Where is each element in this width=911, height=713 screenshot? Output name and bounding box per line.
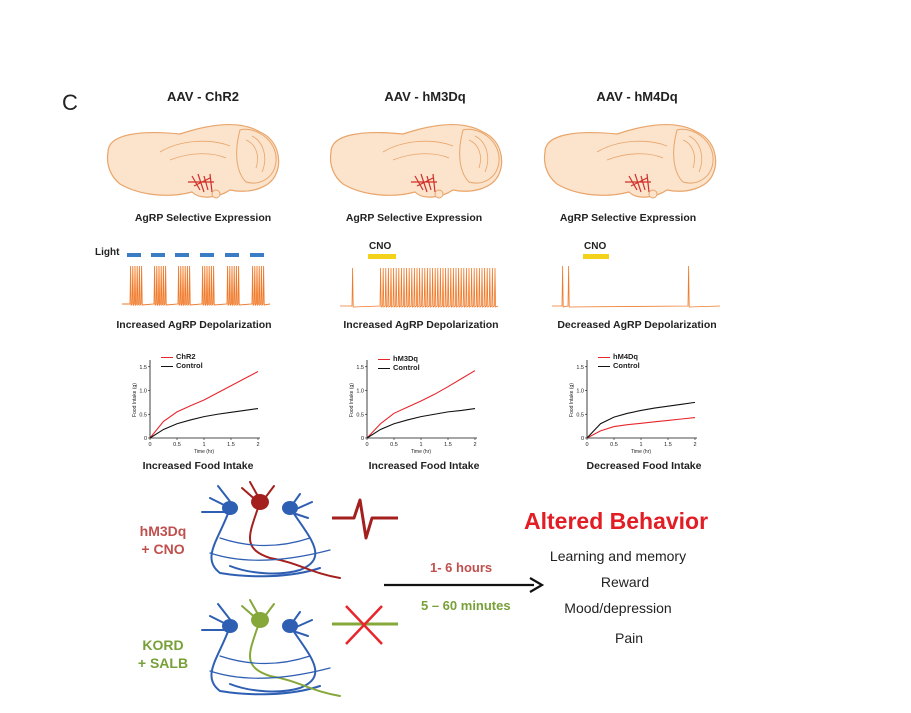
brain-illustration-hm3dq: [329, 124, 503, 199]
light-pulse-bar: [175, 253, 189, 257]
y-tick-label: 1.5: [139, 365, 147, 371]
light-pulse-bar: [250, 253, 264, 257]
x-tick-label: 2: [473, 442, 476, 448]
behavior-item-pain: Pain: [614, 630, 644, 646]
legend-label-treatment: hM4Dq: [613, 352, 638, 361]
legend-label-control: Control: [613, 361, 640, 370]
legend-hm3dq: hM3Dq Control: [378, 354, 420, 372]
series-line-treatment: [586, 417, 696, 439]
y-tick-label: 1.0: [139, 389, 147, 395]
blocked-spike-icon: [332, 605, 398, 645]
series-line-control: [149, 408, 259, 439]
behavior-item-reward: Reward: [600, 574, 650, 590]
spike-trace-hm4dq: [552, 265, 721, 308]
behavior-item-mood: Mood/depression: [564, 600, 672, 616]
y-tick-label: 1.5: [576, 365, 584, 371]
x-axis-label: Time (hr): [411, 449, 431, 455]
x-tick-label: 2: [693, 442, 696, 448]
column-title-hm4dq: AAV - hM4Dq: [596, 89, 678, 104]
legend-label-control: Control: [176, 361, 203, 370]
light-pulse-bar: [127, 253, 141, 257]
spike-trace-hm3dq: [340, 267, 499, 308]
y-tick-label: 0.5: [576, 412, 584, 418]
x-tick-label: 0.5: [390, 442, 398, 448]
x-axis-label: Time (hr): [194, 449, 214, 455]
x-tick-label: 1: [419, 442, 422, 448]
spike-trace-chr2: [122, 265, 271, 307]
behavior-item-learning: Learning and memory: [549, 548, 687, 564]
cno-pulse-bar-inhibit: [583, 254, 609, 259]
x-tick-label: 1: [202, 442, 205, 448]
neuron-network-inhibitory: [201, 599, 341, 697]
legend-label-control: Control: [393, 363, 420, 372]
legend-hm4dq: hM4Dq Control: [598, 352, 640, 370]
depolarization-caption-hm3dq: Increased AgRP Depolarization: [343, 319, 499, 331]
spike-waveform-icon: [332, 498, 398, 540]
pulse-label-cno-excite: CNO: [369, 241, 392, 252]
x-axis-label: Time (hr): [631, 449, 651, 455]
time-inhibit-label: 5 – 60 minutes: [421, 598, 511, 613]
light-pulse-bar: [200, 253, 214, 257]
expression-caption-hm3dq: AgRP Selective Expression: [345, 212, 483, 224]
x-tick-label: 1.5: [444, 442, 452, 448]
y-tick-label: 0: [361, 436, 364, 442]
y-tick-label: 0.5: [139, 412, 147, 418]
cno-pulse-bar-excite: [368, 254, 396, 259]
expression-caption-chr2: AgRP Selective Expression: [134, 212, 272, 224]
series-line-control: [366, 408, 476, 439]
right-arrow-icon: [384, 577, 545, 593]
x-tick-label: 0: [148, 442, 151, 448]
neuron-network-excitatory: [201, 481, 341, 579]
legend-chr2: ChR2 Control: [161, 352, 203, 370]
series-line-treatment: [149, 371, 259, 439]
column-title-chr2: AAV - ChR2: [167, 89, 239, 104]
x-tick-label: 0: [585, 442, 588, 448]
legend-label-treatment: hM3Dq: [393, 354, 418, 363]
column-title-hm3dq: AAV - hM3Dq: [384, 89, 466, 104]
y-tick-label: 0.5: [356, 412, 364, 418]
depolarization-caption-hm4dq: Decreased AgRP Depolarization: [557, 319, 717, 331]
panel-letter: C: [62, 90, 78, 115]
light-pulse-bar: [225, 253, 239, 257]
intake-caption-chr2: Increased Food Intake: [142, 460, 254, 472]
y-tick-label: 0: [581, 436, 584, 442]
legend-label-treatment: ChR2: [176, 352, 196, 361]
x-tick-label: 1.5: [227, 442, 235, 448]
x-tick-label: 1.5: [664, 442, 672, 448]
brain-illustration-chr2: [106, 124, 280, 199]
pulse-label-cno-inhibit: CNO: [584, 241, 607, 252]
series-line-treatment: [366, 370, 476, 439]
intake-caption-hm3dq: Increased Food Intake: [368, 460, 480, 472]
altered-behavior-title: Altered Behavior: [524, 508, 709, 534]
x-tick-label: 1: [639, 442, 642, 448]
y-tick-label: 1.5: [356, 365, 364, 371]
time-excite-label: 1- 6 hours: [430, 560, 493, 575]
brain-illustration-hm4dq: [543, 124, 717, 199]
pulse-label-light: Light: [95, 247, 120, 258]
light-pulse-bar: [151, 253, 165, 257]
y-axis-label: Food Intake (g): [132, 383, 138, 417]
excitation-label: hM3Dq + CNO: [139, 523, 187, 557]
y-tick-label: 0: [144, 436, 147, 442]
x-tick-label: 2: [256, 442, 259, 448]
x-tick-label: 0.5: [173, 442, 181, 448]
y-tick-label: 1.0: [576, 389, 584, 395]
inhibition-label: KORD + SALB: [137, 637, 189, 671]
y-axis-label: Food Intake (g): [569, 383, 575, 417]
y-tick-label: 1.0: [356, 389, 364, 395]
series-line-control: [586, 401, 696, 439]
y-axis-label: Food Intake (g): [349, 383, 355, 417]
x-tick-label: 0: [365, 442, 368, 448]
intake-caption-hm4dq: Decreased Food Intake: [586, 460, 702, 472]
x-tick-label: 0.5: [610, 442, 618, 448]
expression-caption-hm4dq: AgRP Selective Expression: [559, 212, 697, 224]
depolarization-caption-chr2: Increased AgRP Depolarization: [116, 319, 272, 331]
